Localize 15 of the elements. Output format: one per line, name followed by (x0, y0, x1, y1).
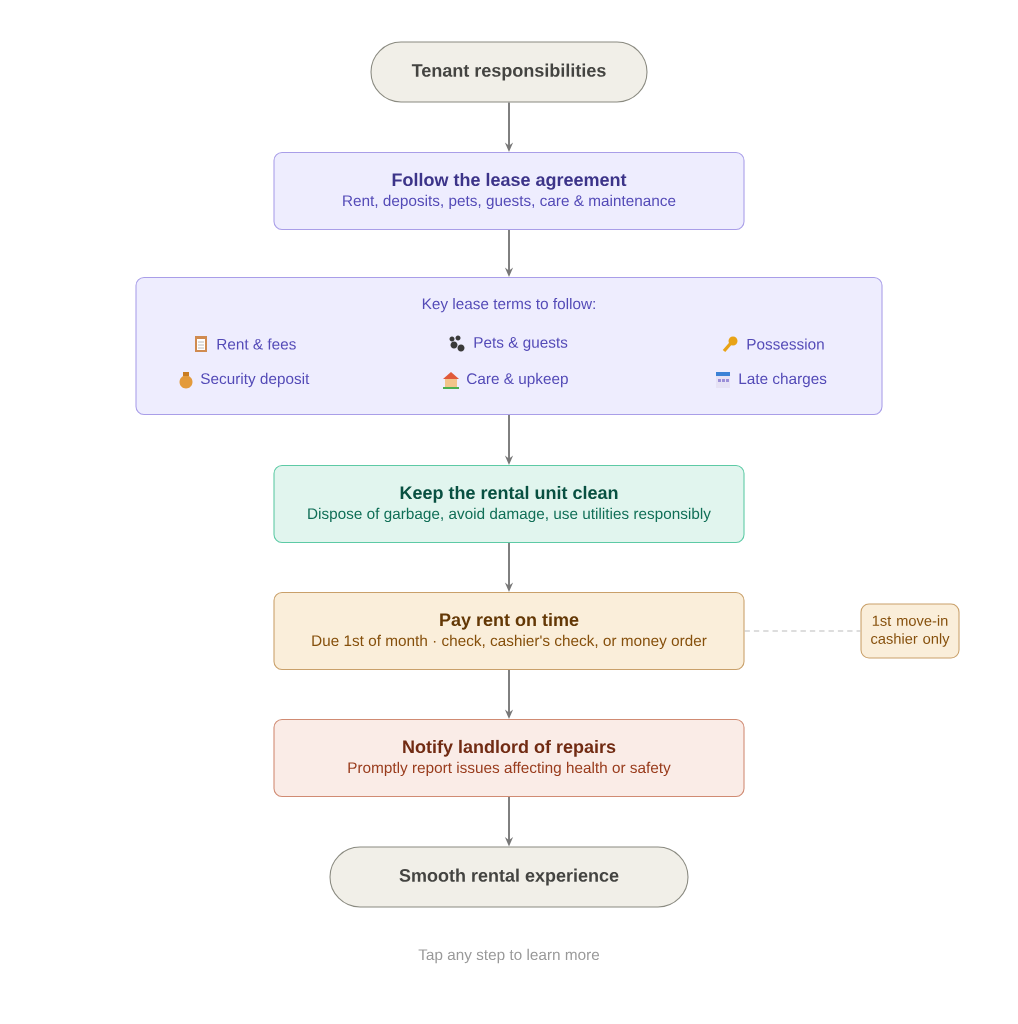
term-label: Late charges (739, 372, 827, 388)
connector-line (743, 630, 862, 632)
term-label: Pets & guests (474, 337, 568, 351)
term-label: Possession (747, 338, 824, 350)
start-pill: Tenant responsibilities (370, 41, 648, 103)
process-box: Follow the lease agreement Rent, deposits, pets, guests, care & maintenance (273, 151, 745, 231)
term-label: Rent & fees (217, 338, 296, 350)
end-pill: Smooth rental experience (329, 846, 689, 908)
note-box: 1st move-in cashier only (860, 603, 960, 659)
process-box: Notify landlord of repairs Promptly report issues affecting health or safety (273, 718, 745, 798)
term-label: Security deposit (200, 372, 310, 388)
process-box: Pay rent on time Due 1st of month · check, cashier's check, or money order (273, 591, 745, 671)
process-box: Keep the rental unit clean Dispose of garbage, avoid damage, use utilities responsibly (273, 464, 745, 544)
hint-text: Tap any step to learn more (418, 948, 600, 964)
term-label: Care & upkeep (467, 372, 568, 388)
